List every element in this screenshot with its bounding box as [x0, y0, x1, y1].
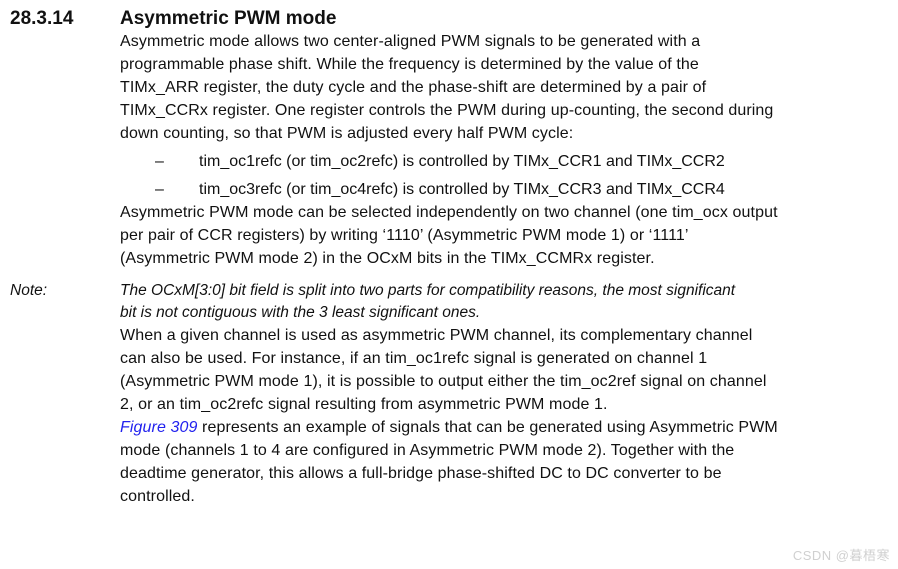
dash-bullet-icon: – — [155, 181, 164, 198]
list-item-text: tim_oc3refc (or tim_oc4refc) is controll… — [199, 181, 725, 198]
section-number: 28.3.14 — [10, 8, 74, 29]
paragraph-mode-selection: Asymmetric PWM mode can be selected inde… — [120, 204, 778, 267]
body-content-lower: When a given channel is used as asymmetr… — [120, 324, 895, 508]
figure-309-link[interactable]: Figure 309 — [120, 419, 198, 436]
csdn-watermark: CSDN @暮梧寒 — [792, 548, 890, 563]
note-block: Note: The OCxM[3:0] bit field is split i… — [0, 280, 898, 324]
note-text: The OCxM[3:0] bit field is split into tw… — [120, 282, 736, 321]
figure-paragraph-text: represents an example of signals that ca… — [120, 419, 778, 505]
paragraph-figure-reference: Figure 309 represents an example of sign… — [120, 416, 895, 508]
body-content: Asymmetric mode allows two center-aligne… — [120, 30, 895, 270]
page-title: Asymmetric PWM mode — [120, 8, 337, 29]
note-label: Note: — [10, 282, 48, 299]
section-heading: 28.3.14 Asymmetric PWM mode — [0, 8, 898, 30]
paragraph-intro: Asymmetric mode allows two center-aligne… — [120, 33, 774, 142]
list-item-text: tim_oc1refc (or tim_oc2refc) is controll… — [199, 153, 725, 170]
paragraph-complementary-channel: When a given channel is used as asymmetr… — [120, 327, 767, 413]
dash-bullet-icon: – — [155, 153, 164, 170]
list-item: – tim_oc1refc (or tim_oc2refc) is contro… — [120, 150, 895, 173]
list-item: – tim_oc3refc (or tim_oc4refc) is contro… — [120, 178, 895, 201]
bullet-list: – tim_oc1refc (or tim_oc2refc) is contro… — [120, 150, 895, 201]
